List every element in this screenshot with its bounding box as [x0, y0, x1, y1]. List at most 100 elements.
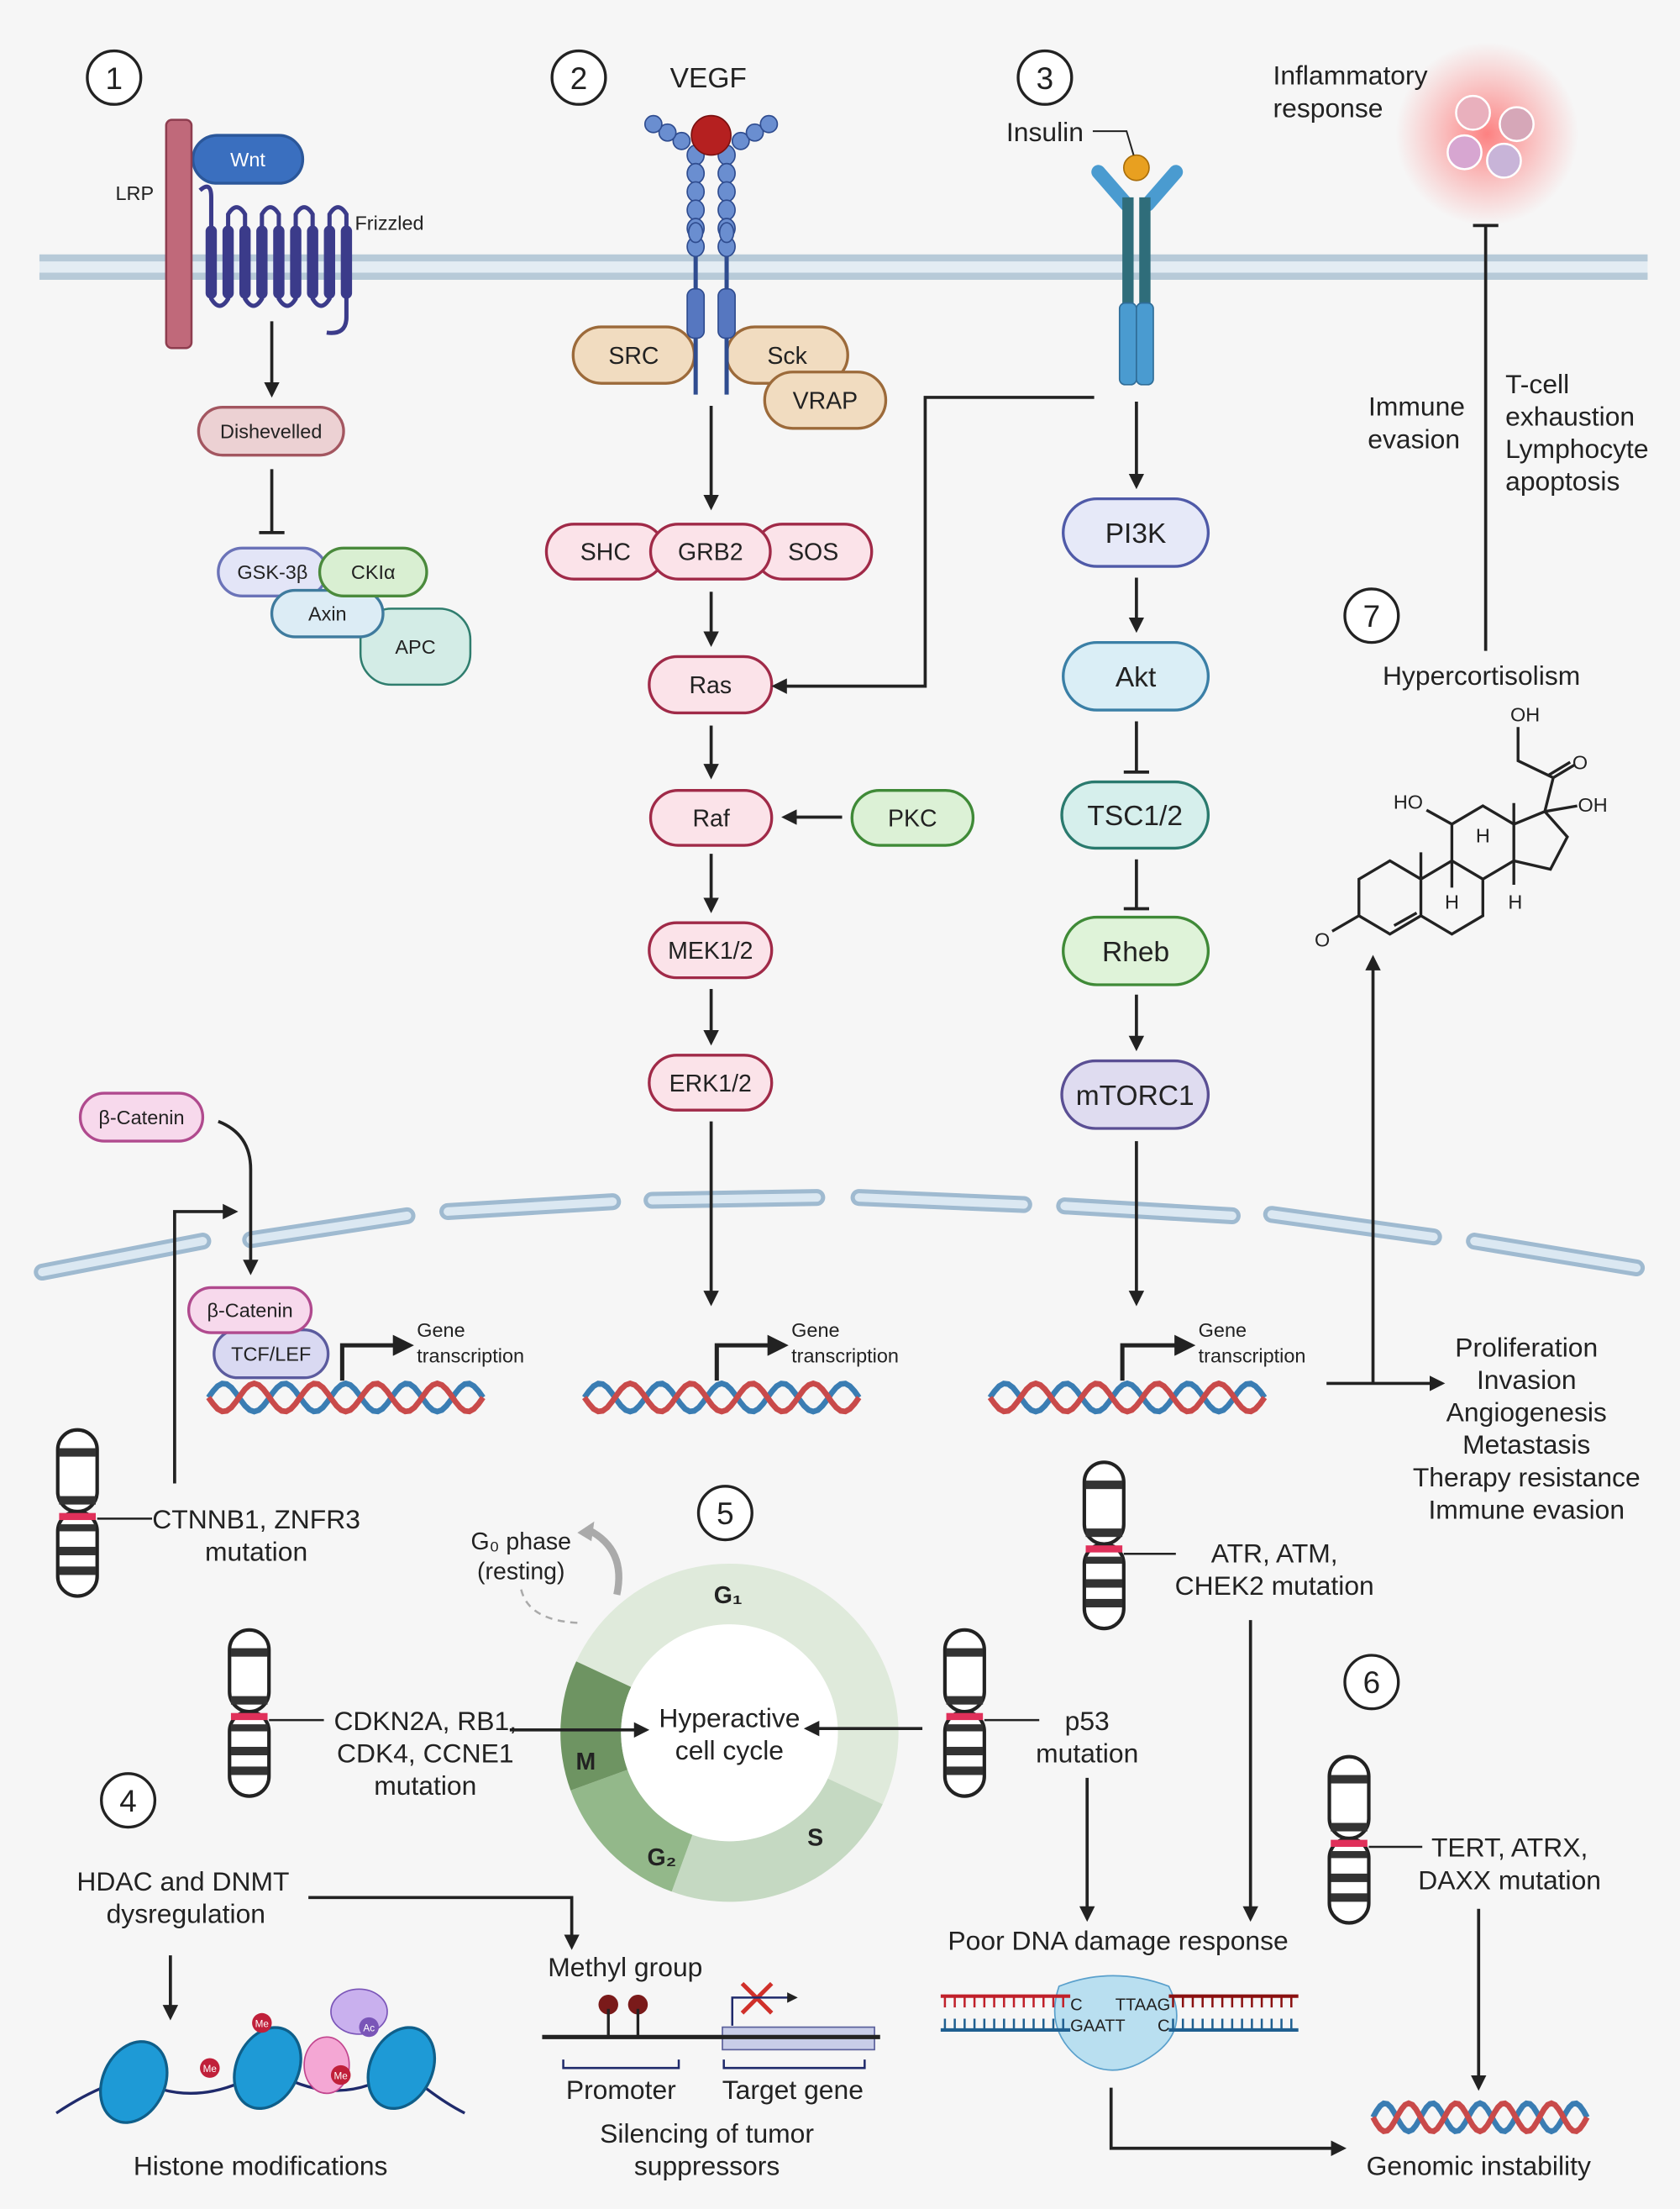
dna-sequence: C [1070, 1996, 1083, 2014]
step-number-circle [86, 49, 143, 106]
erk-node [648, 1054, 774, 1112]
methyl-group-icon [598, 1995, 618, 2015]
g0-exit-arrow [586, 1527, 622, 1596]
steroid-atom-label: OH [1510, 704, 1540, 726]
vegf-receptor-domain [717, 199, 736, 221]
chromosome-icon [228, 1628, 271, 1798]
beta_catenin_nuc-node [186, 1286, 313, 1334]
chromosome-icon [942, 1628, 986, 1798]
vegf-receptor-domain [759, 114, 779, 134]
step-number: 2 [570, 61, 588, 96]
sck-label: Sck [767, 343, 807, 370]
methyl-mark [330, 2064, 351, 2085]
ras-label: Ras [689, 672, 732, 699]
histone-modifications-label: Histone modifications [134, 2151, 388, 2181]
outcome-label: Immune evasion [1428, 1494, 1625, 1524]
mutation-label: TERT, ATRX, [1431, 1833, 1588, 1863]
beta_catenin-label: β-Catenin [98, 1107, 184, 1128]
step-number: 5 [717, 1496, 734, 1531]
step-number: 1 [106, 61, 123, 96]
immune-cell [1446, 134, 1483, 171]
vegf-receptor-tm [717, 287, 736, 339]
nucleosome-icon [98, 2040, 169, 2124]
nucleosome-icon [366, 2026, 437, 2111]
transcription-label: transcription [1199, 1344, 1306, 1366]
steroid-atom-label: H [1508, 891, 1522, 913]
step-number: 6 [1363, 1665, 1381, 1700]
insulin-to-ras-arrow [771, 396, 1095, 694]
akt-label: Akt [1116, 662, 1157, 693]
vegf-ligand [690, 114, 732, 156]
frizzled-helix [323, 225, 335, 299]
pkc-label: PKC [888, 806, 937, 833]
grb2-label: GRB2 [678, 539, 743, 566]
broken-dna-helix-strand [1370, 2100, 1590, 2135]
gene-transcription-arrow [1120, 1334, 1196, 1381]
g1-phase-segment [576, 1563, 899, 1805]
outcome-label: Metastasis [1462, 1429, 1590, 1460]
tsc-label: TSC1/2 [1087, 801, 1183, 832]
steroid-atom-label: O [1315, 929, 1330, 951]
cortisol-structure [1331, 727, 1578, 936]
mutation-label: mutation [205, 1537, 307, 1567]
broken-dna-helix-strand [1370, 2100, 1590, 2135]
step-number-circle [696, 1485, 753, 1542]
to-methyl-arrow [308, 1896, 580, 1950]
raf-label: Raf [692, 806, 729, 833]
outcome-label: Proliferation [1455, 1333, 1598, 1363]
step-number: 7 [1363, 599, 1381, 634]
frizzled-helix [340, 225, 353, 299]
silencing-label: suppressors [634, 2151, 780, 2181]
inflammatory-label: Inflammatory [1273, 60, 1428, 91]
cell-cycle-center-label: cell cycle [675, 1735, 784, 1765]
immune-cell [1455, 94, 1491, 131]
steroid-atom-label: HO [1394, 791, 1423, 813]
methyltransferase-icon [303, 2036, 350, 2095]
bracket [562, 2059, 866, 2070]
frizzled-helix [307, 225, 318, 299]
step-number: 4 [119, 1784, 137, 1818]
chromosome-icon [1082, 1460, 1126, 1631]
mutation-label: mutation [374, 1770, 476, 1801]
mutation-label: DAXX mutation [1418, 1865, 1601, 1895]
inflammation-glow [1395, 42, 1579, 226]
vegf-receptor-domain [672, 131, 691, 150]
nuclear-membrane [34, 1189, 1646, 1281]
steroid-atom-label: H [1476, 825, 1490, 847]
immune-cell [1499, 106, 1535, 143]
cell-cycle-center [621, 1624, 838, 1842]
mtorc1-node [1060, 1059, 1210, 1130]
axin-label: Axin [308, 603, 347, 625]
step-number-circle [100, 1772, 157, 1829]
mutation-label: p53 [1065, 1706, 1110, 1736]
outcome-label: Therapy resistance [1413, 1462, 1641, 1492]
beta-catenin-translocation-arrow [218, 1119, 259, 1275]
mtorc1-label: mTORC1 [1076, 1081, 1194, 1112]
gsk-label: GSK-3β [237, 561, 307, 583]
transcription-label: transcription [791, 1344, 899, 1366]
dna-helix-strand [206, 1380, 486, 1415]
s-label: S [807, 1824, 823, 1851]
mek-node [648, 921, 774, 980]
vegf-receptor-domain [731, 131, 750, 150]
rheb-node [1062, 915, 1210, 986]
insulin-receptor-arms [1091, 165, 1184, 212]
frizzled-label: Frizzled [354, 212, 423, 234]
frizzled-helix [239, 225, 251, 299]
chromosome-icon [1327, 1754, 1371, 1925]
apc-node [359, 607, 472, 686]
insulin-receptor-chain [1122, 197, 1134, 310]
vegf-receptor-domain [643, 114, 663, 134]
transcription-label: transcription [417, 1344, 524, 1366]
beta_catenin_nuc-label: β-Catenin [207, 1300, 292, 1322]
outcome-label: Angiogenesis [1446, 1397, 1607, 1428]
methyl-group-label: Methyl group [548, 1952, 702, 1982]
me-label: Me [203, 2064, 217, 2075]
acetyltransferase-icon [330, 1988, 388, 2035]
vegf-receptor-domain [718, 222, 735, 244]
gene-transcription-arrow [714, 1334, 789, 1381]
hdac-label: dysregulation [107, 1899, 265, 1929]
insulin-ligand [1122, 154, 1150, 181]
silencing-label: Silencing of tumor [600, 2118, 814, 2149]
